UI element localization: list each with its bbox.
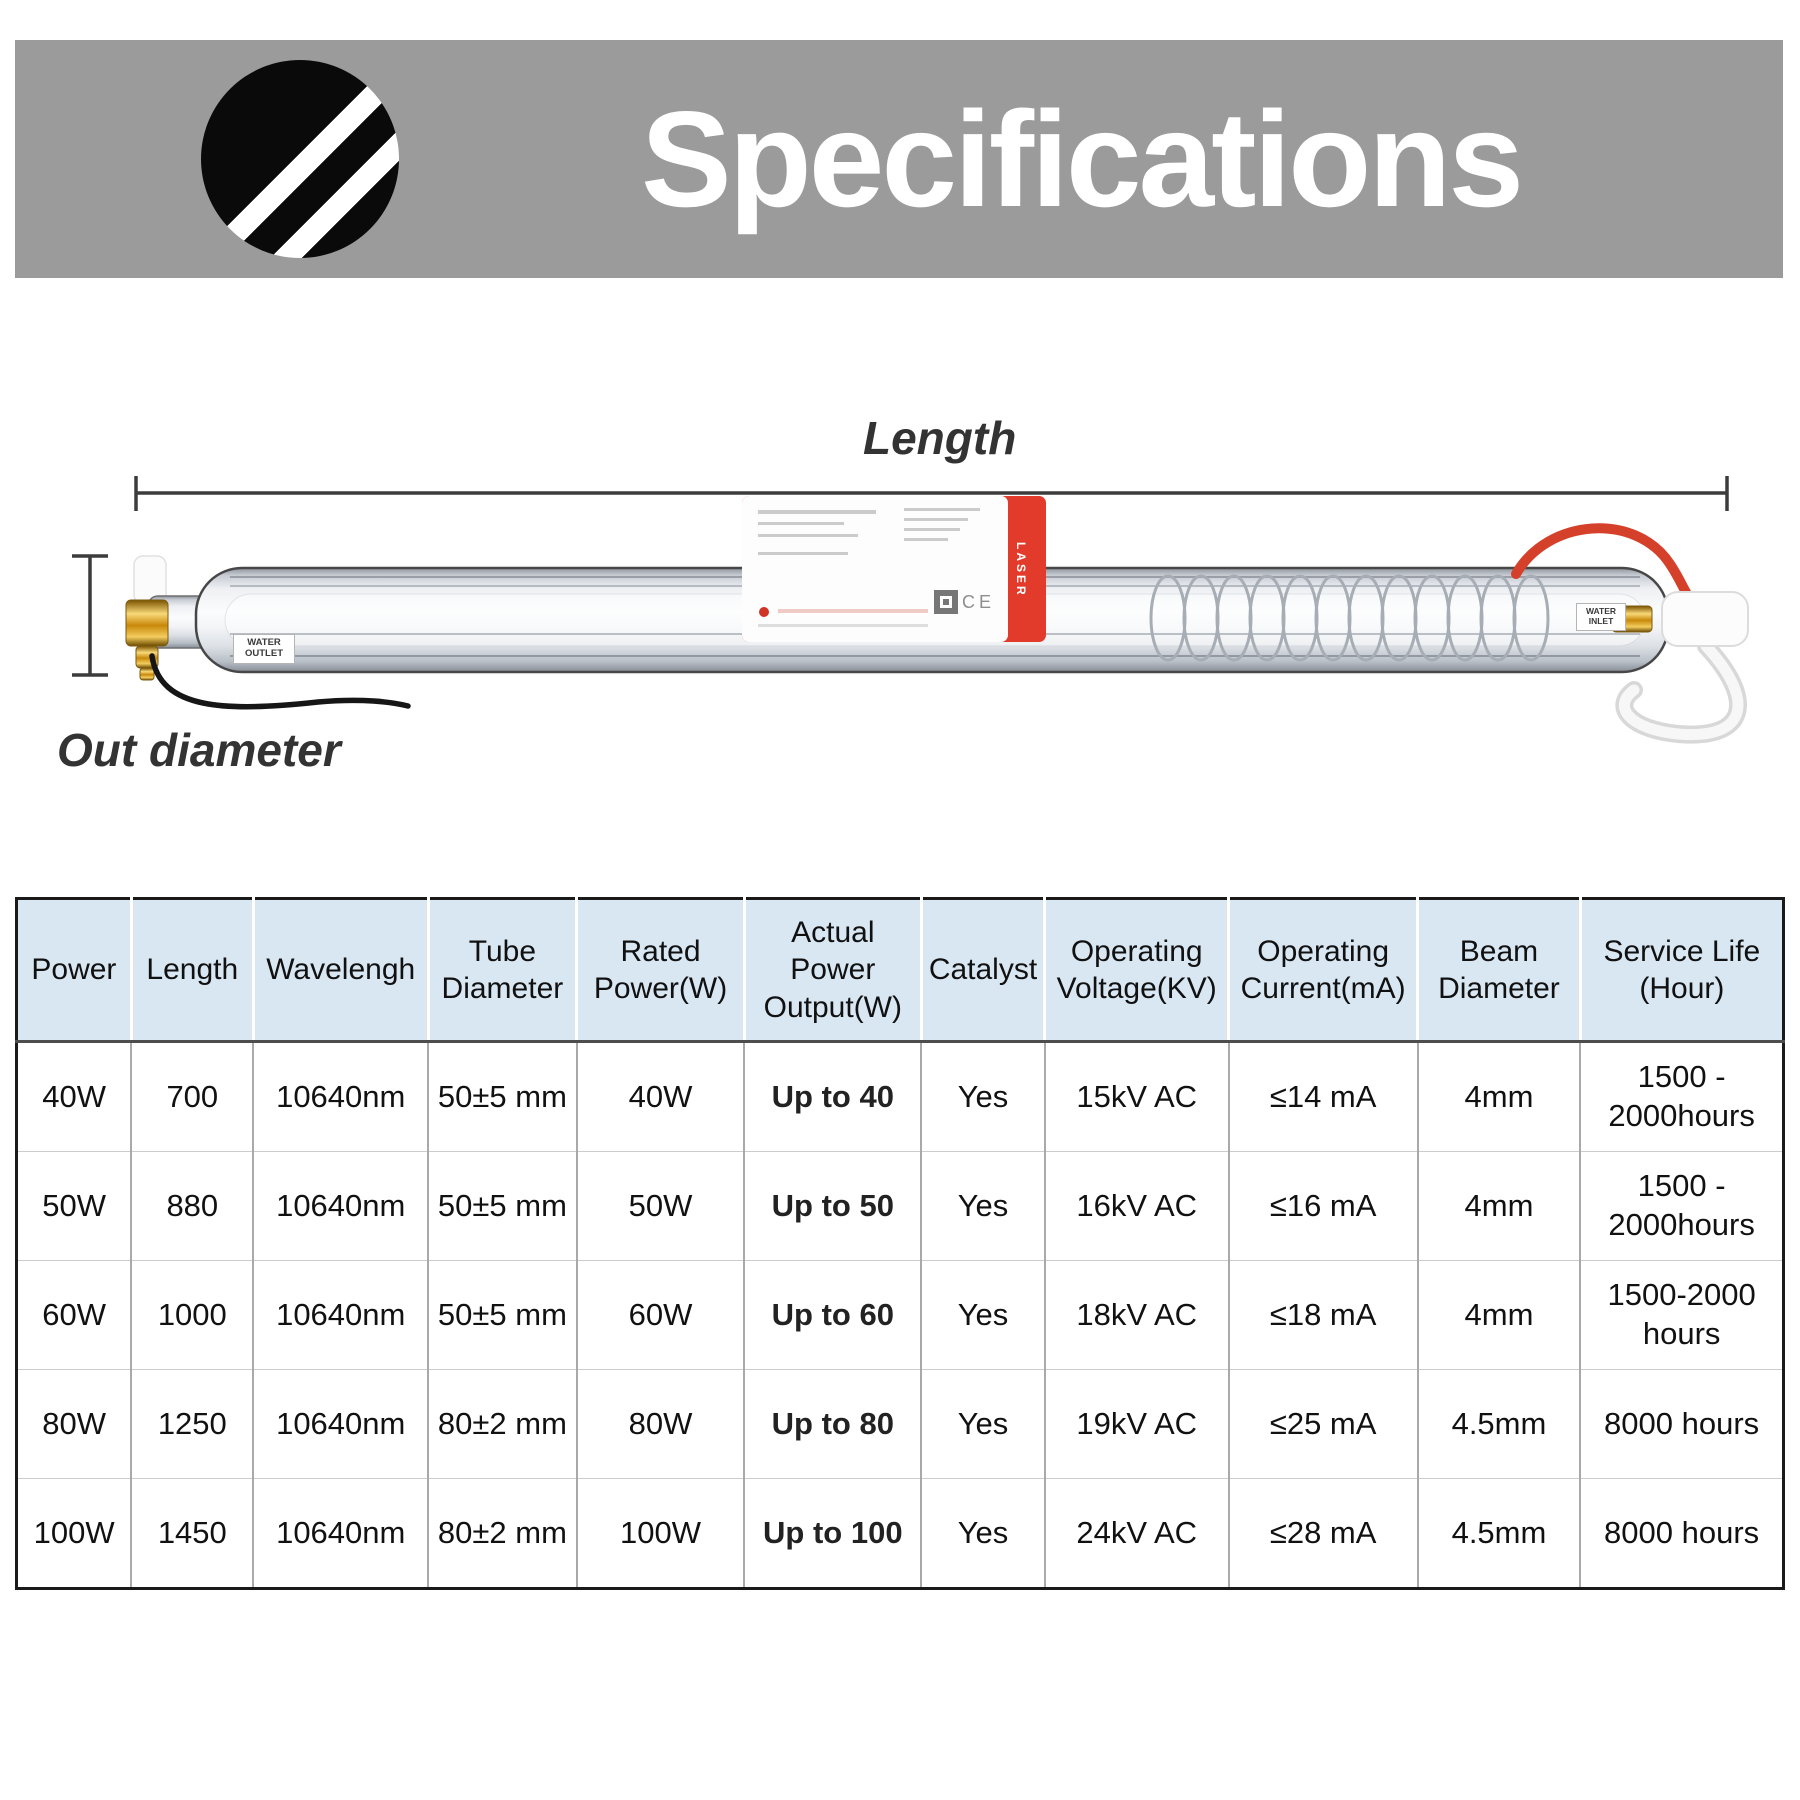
table-cell: ≤14 mA	[1227, 1041, 1419, 1152]
table-cell: 100W	[15, 1478, 133, 1589]
brand-logo-icon	[201, 60, 399, 258]
table-cell: Yes	[920, 1151, 1046, 1261]
table-cell: 50W	[15, 1151, 133, 1261]
table-cell: 10640nm	[252, 1478, 430, 1589]
black-wire	[149, 653, 411, 710]
table-cell: 4.5mm	[1416, 1478, 1582, 1589]
water-outlet-label: WATER OUTLET	[233, 634, 295, 664]
table-cell: Up to 100	[743, 1478, 923, 1589]
table-cell: 10640nm	[252, 1260, 430, 1370]
column-header: Actual Power Output(W)	[742, 898, 923, 1043]
table-cell: 80W	[15, 1369, 133, 1479]
table-cell: 80±2 mm	[427, 1369, 578, 1479]
table-cell: 50W	[575, 1151, 746, 1261]
table-cell: 1000	[130, 1260, 255, 1370]
out-diameter-dimension-line	[72, 554, 108, 677]
table-cell: Yes	[920, 1478, 1046, 1589]
table-cell: 880	[130, 1151, 255, 1261]
column-header: Length	[129, 898, 255, 1043]
table-cell: 4.5mm	[1416, 1369, 1582, 1479]
table-cell: 1250	[130, 1369, 255, 1479]
table-cell: 4mm	[1416, 1151, 1582, 1261]
table-cell: ≤25 mA	[1227, 1369, 1419, 1479]
table-cell: Yes	[920, 1369, 1046, 1479]
table-cell: 1450	[130, 1478, 255, 1589]
table-cell: Up to 60	[743, 1260, 923, 1370]
header-banner: Specifications	[15, 40, 1783, 278]
table-cell: 60W	[575, 1260, 746, 1370]
product-label-sticker	[742, 496, 1046, 642]
column-header: Operating Voltage(KV)	[1043, 898, 1231, 1043]
column-header: Beam Diameter	[1416, 898, 1582, 1043]
laser-tube-illustration	[72, 476, 1749, 744]
column-header: Service Life (Hour)	[1578, 898, 1784, 1043]
table-cell: Up to 40	[743, 1041, 923, 1152]
table-cell: Yes	[920, 1260, 1046, 1370]
left-gold-tip	[139, 667, 155, 681]
out-diameter-label: Out diameter	[57, 724, 341, 776]
table-cell: 10640nm	[252, 1041, 430, 1152]
left-gold-connector	[125, 599, 169, 647]
column-header: Catalyst	[919, 898, 1047, 1043]
table-cell: 16kV AC	[1043, 1151, 1230, 1261]
right-end-cap	[1661, 591, 1749, 647]
column-header: Operating Current(mA)	[1227, 898, 1420, 1043]
table-cell: 50±5 mm	[427, 1151, 578, 1261]
label-band-text: LASER	[1014, 542, 1028, 598]
table-cell: 10640nm	[252, 1369, 430, 1479]
table-cell: 50±5 mm	[427, 1260, 578, 1370]
table-cell: 15kV AC	[1043, 1041, 1230, 1152]
column-header: Power	[16, 898, 133, 1043]
table-cell: 8000 hours	[1579, 1369, 1785, 1479]
table-cell: ≤16 mA	[1227, 1151, 1419, 1261]
electrode-coil	[1149, 574, 1550, 662]
table-cell: Up to 50	[743, 1151, 923, 1261]
water-inlet-label: WATER INLET	[1576, 603, 1626, 631]
warning-dot-icon	[759, 607, 769, 617]
page-title: Specifications	[640, 83, 1524, 235]
length-dimension-line	[134, 476, 1729, 511]
table-cell: 700	[130, 1041, 255, 1152]
table-cell: 4mm	[1416, 1041, 1582, 1152]
table-cell: 24kV AC	[1043, 1478, 1230, 1589]
ce-mark: CE	[962, 592, 996, 612]
table-cell: 1500 - 2000hours	[1579, 1151, 1785, 1261]
table-cell: Yes	[920, 1041, 1046, 1152]
table-cell: 10640nm	[252, 1151, 430, 1261]
table-cell: ≤28 mA	[1227, 1478, 1419, 1589]
table-cell: 40W	[575, 1041, 746, 1152]
table-cell: 1500-2000 hours	[1579, 1260, 1785, 1370]
table-cell: 8000 hours	[1579, 1478, 1785, 1589]
table-cell: 1500 - 2000hours	[1579, 1041, 1785, 1152]
table-cell: 40W	[15, 1041, 133, 1152]
table-cell: 18kV AC	[1043, 1260, 1230, 1370]
table-cell: 60W	[15, 1260, 133, 1370]
column-header: Rated Power(W)	[575, 898, 746, 1043]
table-cell: 19kV AC	[1043, 1369, 1230, 1479]
column-header: Tube Diameter	[426, 898, 579, 1043]
table-cell: 100W	[575, 1478, 746, 1589]
water-hose-highlight	[1618, 640, 1744, 741]
table-cell: 80±2 mm	[427, 1478, 578, 1589]
length-label: Length	[863, 412, 1017, 464]
column-header: Wavelengh	[251, 898, 430, 1043]
table-cell: Up to 80	[743, 1369, 923, 1479]
table-cell: ≤18 mA	[1227, 1260, 1419, 1370]
table-cell: 50±5 mm	[427, 1041, 578, 1152]
table-cell: 80W	[575, 1369, 746, 1479]
table-cell: 4mm	[1416, 1260, 1582, 1370]
